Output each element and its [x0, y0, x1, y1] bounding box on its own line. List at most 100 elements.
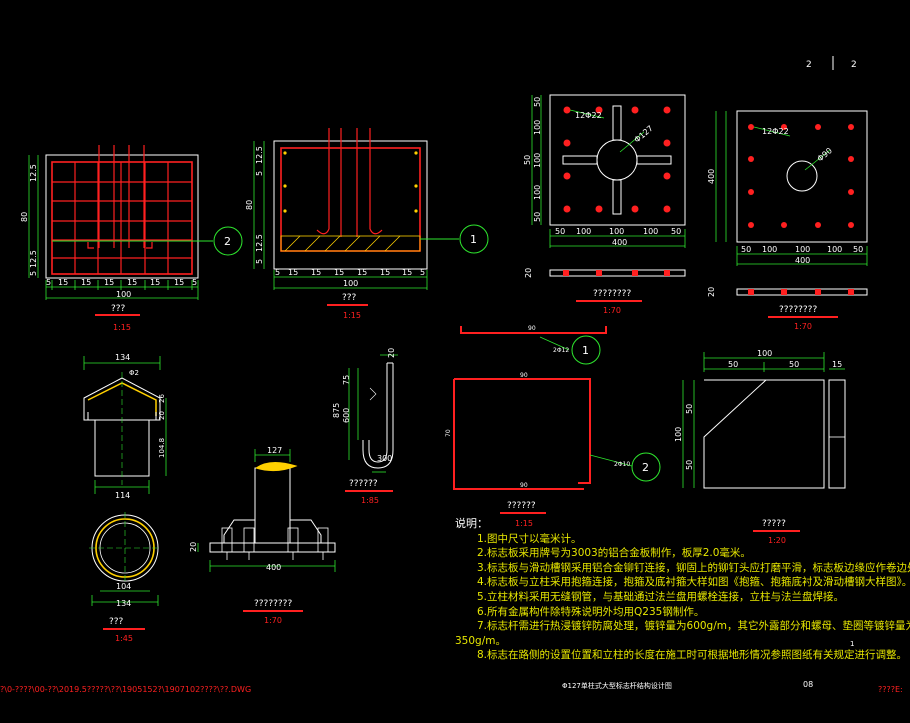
dim-v: 50	[533, 212, 542, 222]
drawing-title: ???	[111, 304, 126, 314]
dim-v: 5	[255, 259, 264, 264]
dim: 875	[332, 403, 341, 418]
dim: 5	[192, 278, 197, 287]
dim: 100	[643, 227, 658, 236]
dim: 100	[795, 245, 810, 254]
dim-v: 100	[533, 153, 542, 168]
dim-total: 100	[343, 279, 358, 288]
dim-total: 100	[116, 290, 131, 299]
dim: 100	[576, 227, 591, 236]
dim: 20	[158, 411, 166, 420]
callout-2: 2	[642, 461, 649, 474]
dim: 134	[115, 353, 130, 362]
dim-v: 12.5	[29, 250, 38, 268]
thickness: 20	[189, 542, 198, 552]
dim: 15	[832, 360, 842, 369]
dim: 90	[520, 482, 528, 489]
dim: 50	[728, 360, 738, 369]
drawing-title: ?????	[762, 519, 786, 529]
drawing-flange-plate-127: 12Φ22 Φ127 50 100 100 100 50 400 50 100 …	[523, 94, 686, 315]
dim: 15	[380, 268, 390, 277]
drawing-scale: 1:70	[264, 616, 282, 625]
dim: 75	[342, 375, 351, 385]
thickness: 20	[524, 268, 533, 278]
note-line: 7.标志杆需进行热浸镀锌防腐处理，镀锌量为600g/m，其它外露部分和螺母、垫圈…	[477, 620, 910, 633]
note-line: 2.标志板采用牌号为3003的铝合金板制作，板厚2.0毫米。	[477, 547, 751, 560]
callout-1: 1	[582, 344, 589, 357]
drawing-title: ????????	[593, 289, 631, 299]
note-line: 5.立柱材料采用无缝钢管，与基础通过法兰盘用螺栓连接，立柱与法兰盘焊接。	[477, 590, 845, 603]
dim-v: 12.5	[255, 146, 264, 164]
dim-v-total: 400	[707, 169, 716, 184]
drawing-hoop-elevation: 134 114 Φ2 26 104.8 20	[83, 353, 167, 500]
drawing-title: ??????	[349, 479, 378, 489]
dim: 100	[762, 245, 777, 254]
dim: 5	[420, 268, 425, 277]
note-line: 4.标志板与立柱采用抱箍连接，抱箍及底衬箍大样如图《抱箍、抱箍底衬及滑动槽钢大样…	[477, 576, 910, 589]
dim: 15	[288, 268, 298, 277]
footer-right: ????E:	[878, 685, 903, 694]
notes-heading: 说明：	[455, 517, 488, 530]
dim: 100	[609, 227, 624, 236]
dim: 50	[685, 404, 694, 414]
dim-total: 400	[795, 256, 810, 265]
drawing-scale: 1:85	[361, 496, 379, 505]
drawing-rebar-grid: 2 5 15 15 15 15 15 15 5 100 12.5 12.5 5 …	[20, 145, 243, 332]
callout-1: 1	[470, 233, 477, 246]
dim: 15	[150, 278, 160, 287]
dim: 114	[115, 491, 130, 500]
drawing-rebar-shapes: 90 1 2Φ12 70 90 90 2 2Φ10 ?????? 1:15	[445, 325, 661, 528]
dim: 50	[685, 460, 694, 470]
dim: 104	[116, 582, 131, 591]
bolt-label: 12Φ22	[575, 111, 602, 120]
drawing-bracket: 100 50 50 15 50 50 100 ????? 1:20	[674, 349, 846, 545]
drawing-ring-section: 104 134 ??? 1:45	[89, 512, 161, 643]
note-line: 1.图中尺寸以毫米计。	[477, 532, 582, 545]
drawing-title: ???	[109, 617, 124, 627]
footer-path: ?\0-????\00-??\2019.5?????\??\1905152?\1…	[0, 685, 251, 694]
dim: 300	[377, 454, 392, 463]
dim-total: 400	[612, 238, 627, 247]
drawing-scale: 1:45	[115, 634, 133, 643]
drawing-title: ????????	[254, 599, 292, 609]
dim: 20	[387, 348, 396, 358]
dim-v: 12.5	[255, 234, 264, 252]
dim: 50	[853, 245, 863, 254]
drawing-scale: 1:15	[515, 519, 533, 528]
drawing-scale: 1:70	[603, 306, 621, 315]
dim: 15	[311, 268, 321, 277]
dim: 134	[116, 599, 131, 608]
dim: 50	[555, 227, 565, 236]
note-line: 3.标志板与滑动槽钢采用铝合金铆钉连接，铆固上的铆钉头应打磨平滑，标志板边缘应作…	[477, 561, 910, 574]
drawing-scale: 1:15	[113, 323, 131, 332]
dim: 100	[757, 349, 772, 358]
dim: 104.8	[158, 438, 166, 458]
drawing-scale: 1:15	[343, 311, 361, 320]
sheet-total: 2	[851, 60, 857, 70]
drawing-rebar-section: 1 5 15 15 15 15 15 15 5 100 12.5 5 12.5 …	[245, 128, 489, 320]
note-line: 8.标志在路侧的设置位置和立柱的长度在施工时可根据地形情况参照图纸有关规定进行调…	[477, 649, 908, 662]
dim-v-total: 50	[523, 155, 532, 165]
dim-v: 100	[533, 185, 542, 200]
dim: 100	[674, 427, 683, 442]
drawing-column-base: 127 400 20 ???????? 1:70	[189, 446, 336, 625]
sheet-number: 2	[806, 60, 812, 70]
dim: 50	[741, 245, 751, 254]
dim: 70	[445, 429, 452, 437]
dim: 90	[528, 325, 536, 332]
footer-page: 08	[803, 680, 813, 689]
dim-v: 5	[255, 171, 264, 176]
dim: 100	[827, 245, 842, 254]
dim: 15	[58, 278, 68, 287]
dim: 15	[127, 278, 137, 287]
note-line: 350g/m。	[455, 634, 506, 647]
dim-v: 12.5	[29, 164, 38, 182]
dim-v-total: 80	[20, 212, 29, 222]
dim: 15	[81, 278, 91, 287]
bolt-label: 12Φ22	[762, 127, 789, 136]
drawing-anchor-bolt: 20 75 875 600 300 ?????? 1:85	[332, 348, 398, 505]
dim: 50	[671, 227, 681, 236]
rod-label: 2Φ12	[553, 347, 569, 354]
dim: Φ2	[129, 369, 139, 377]
